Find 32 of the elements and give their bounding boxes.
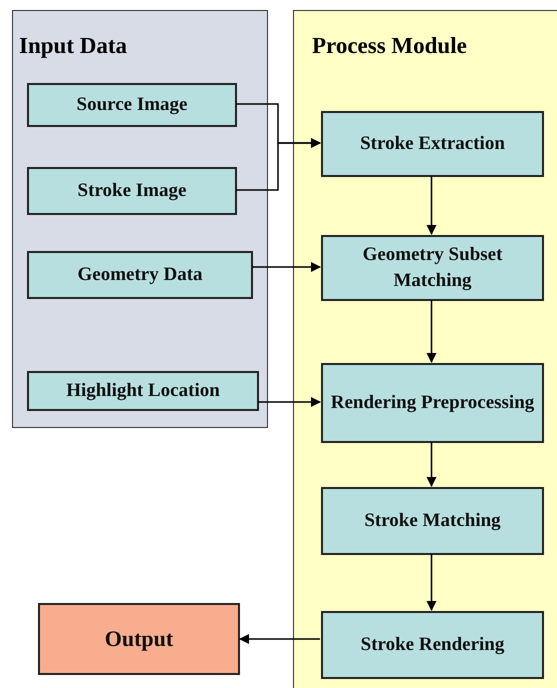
process-box	[321, 235, 544, 301]
panel-title: Input Data	[19, 33, 128, 59]
box-label: Stroke Matching	[363, 509, 502, 534]
box-label: Source Image	[76, 93, 188, 118]
group-panel	[12, 10, 268, 428]
box-label: Stroke Rendering	[360, 633, 506, 658]
process-box	[321, 363, 544, 443]
group-panel	[293, 10, 557, 688]
panel-title: Process Module	[312, 33, 467, 59]
arrow	[426, 300, 436, 363]
box-label: Stroke Image	[76, 179, 188, 204]
box-label: Highlight Location	[65, 379, 221, 404]
process-box	[27, 167, 237, 215]
box-label: Rendering Preprocessing	[330, 391, 536, 416]
arrow	[426, 442, 436, 487]
arrow	[258, 397, 321, 407]
box-label: Stroke Extraction	[359, 132, 506, 156]
arrow	[426, 554, 436, 611]
box-label: Geometry Data	[76, 263, 204, 288]
arrow	[239, 634, 320, 644]
output-box	[38, 603, 240, 675]
process-box	[27, 371, 259, 411]
arrow	[252, 262, 321, 272]
process-box	[321, 611, 544, 679]
box-label: Output	[104, 625, 174, 654]
box-label: Geometry Subset Matching	[362, 243, 504, 293]
arrow	[236, 138, 321, 191]
process-box	[27, 251, 253, 299]
arrow	[426, 176, 436, 235]
process-box	[321, 111, 544, 177]
process-box	[321, 487, 544, 555]
process-box	[27, 83, 237, 127]
